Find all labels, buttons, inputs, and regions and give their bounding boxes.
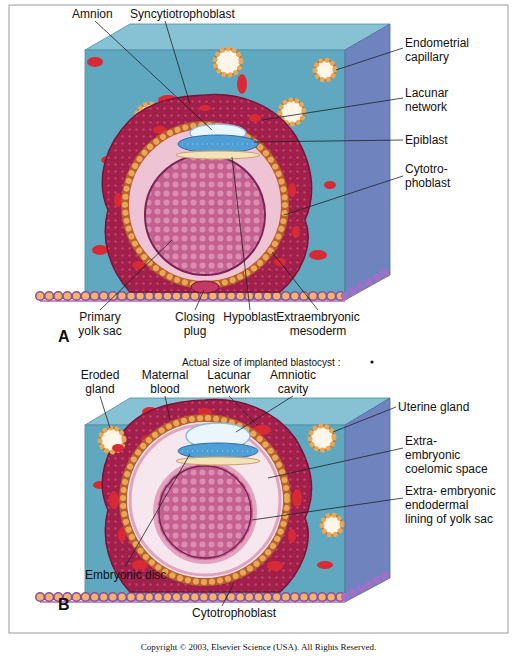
maternal-blood (92, 245, 108, 255)
leader-line (272, 252, 318, 310)
copyright-note: Copyright © 2003, Elsevier Science (USA)… (8, 640, 509, 654)
part-label: Extraembryonic mesoderm (270, 310, 366, 338)
leader-line (100, 396, 110, 428)
eroded-gland (100, 428, 124, 452)
leader-line (252, 498, 403, 520)
panel-letter: A (58, 330, 70, 344)
maternal-blood (324, 181, 336, 189)
uterine-epithelium (40, 592, 345, 602)
lacuna (249, 114, 261, 122)
leader-line (125, 454, 190, 567)
uterine-epithelium (40, 594, 345, 601)
extraembryonic-mesoderm (130, 425, 280, 575)
part-label: Cytotro- phoblast (405, 162, 460, 190)
part-label: Endometrial capillary (405, 36, 495, 64)
part-label: Embryonic disc (85, 568, 166, 582)
part-label: Extra- embryonic coelomic space (405, 434, 495, 476)
epiblast-cells (182, 450, 254, 451)
panel-letter: B (58, 598, 70, 612)
epiblast (178, 135, 258, 153)
leader-line (336, 48, 403, 70)
part-label: Primary yolk sac (70, 310, 130, 338)
tissue-side-face (345, 24, 390, 300)
endometrial-capillary (315, 60, 335, 80)
maternal-blood (309, 250, 327, 260)
part-label: Epiblast (405, 133, 448, 147)
endometrial-capillary (315, 60, 335, 80)
endodermal-lining (159, 466, 251, 558)
part-label: Cytotrophoblast (192, 606, 276, 620)
lacuna (292, 489, 302, 507)
leader-line (262, 98, 403, 120)
endometrial-capillary (215, 49, 241, 75)
lacuna (267, 561, 283, 571)
maternal-blood (112, 444, 124, 452)
cytotrophoblast (125, 125, 285, 285)
leader-line (236, 396, 293, 432)
syncytiotrophoblast (102, 400, 311, 592)
lacuna (288, 529, 296, 543)
leader-line (100, 240, 172, 310)
leader-line (95, 21, 212, 130)
leader-line (195, 290, 204, 310)
endometrial-capillary (215, 49, 241, 75)
figure-frame (9, 5, 508, 633)
cytotrophoblast (123, 418, 287, 582)
part-label: Lacunar network (405, 86, 465, 114)
lacuna (109, 491, 119, 509)
leader-line (165, 21, 190, 104)
part-label: Syncytiotrophoblast (130, 7, 235, 21)
hypoblast (176, 151, 260, 159)
part-label: Extra- embryonic endodermal lining of yo… (405, 484, 497, 526)
hypoblast (176, 457, 260, 465)
part-label: Lacunar network (200, 368, 258, 396)
leader-line (232, 157, 250, 310)
maternal-blood (317, 561, 333, 569)
part-label: Maternal blood (137, 368, 193, 396)
lacuna (199, 105, 211, 111)
scale-note: Actual size of implanted blastocyst : (182, 356, 340, 370)
eroded-gland (100, 428, 124, 452)
part-label: Amniotic cavity (263, 368, 323, 396)
tissue-side-face (345, 398, 390, 602)
uterine-gland (310, 426, 334, 450)
leader-line (254, 140, 403, 142)
leader-line (222, 583, 234, 606)
yolk-sac (155, 462, 255, 562)
cytotrophoblast (125, 125, 285, 285)
lacuna (292, 226, 300, 238)
uterine-epithelium (40, 293, 345, 300)
part-label: Amnion (72, 7, 113, 21)
tissue-front-face (85, 50, 345, 300)
leader-line (268, 448, 403, 478)
leader-line (284, 176, 403, 215)
lacuna (114, 193, 122, 207)
leader-line (165, 396, 170, 420)
closing-plug (191, 281, 219, 293)
tissue-top-face (85, 24, 390, 50)
uterine-epithelium (345, 573, 390, 597)
lacuna (288, 183, 296, 197)
uterine-gland (322, 515, 342, 535)
leader-lines (95, 21, 403, 310)
maternal-blood (237, 74, 247, 94)
lacuna (132, 261, 144, 269)
leader-line (333, 407, 396, 432)
leader-line (229, 396, 258, 426)
part-label: Uterine gland (398, 400, 469, 414)
cytotrophoblast (123, 418, 287, 582)
maternal-blood (87, 57, 103, 67)
uterine-gland (310, 426, 334, 450)
part-label: Closing plug (170, 310, 220, 338)
uterine-epithelium (345, 270, 390, 296)
part-label: Hypoblast (218, 310, 282, 324)
uterine-gland (322, 515, 342, 535)
actual-size-dot (370, 360, 373, 363)
primary-yolk-sac (145, 155, 265, 275)
part-label: Eroded gland (75, 368, 125, 396)
epiblast-cells (182, 143, 254, 144)
